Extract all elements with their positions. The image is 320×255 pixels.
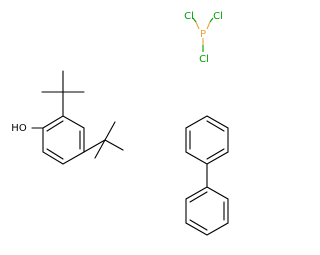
phosphorus-atom-label: P [200, 29, 206, 40]
di-tert-butylphenol: HO [11, 70, 124, 165]
biphenyl-lower-double-bond-1 [189, 191, 208, 203]
chlorine-left-atom-label: Cl [184, 11, 194, 22]
structure-canvas: P Cl Cl Cl HO [11, 11, 229, 236]
p-cl-left-bond [195, 21, 200, 30]
chlorine-right-atom-label: Cl [213, 11, 223, 22]
p-cl-right-bond [206, 21, 211, 30]
tert-butyl-2-methyl-right [104, 139, 124, 151]
hydroxyl-atom-label: HO [11, 123, 27, 134]
p-cl-right-bond-cl [209, 17, 214, 23]
phenol-ring-double-bond-1 [46, 120, 64, 132]
biphenyl-ring-upper [185, 115, 229, 165]
phenol-ring-double-bond-3 [46, 148, 64, 160]
chlorine-bottom-atom-label: Cl [199, 54, 209, 65]
tert-butyl-2-methyl-up [104, 121, 116, 141]
biphenyl-upper-double-bond-1 [206, 120, 225, 132]
biphenyl-upper-double-bond-2 [206, 148, 225, 160]
biphenyl [185, 115, 229, 236]
structure-diagram: P Cl Cl Cl HO [11, 11, 229, 236]
biphenyl-ring-lower [185, 186, 229, 236]
p-cl-left-bond-cl [192, 17, 197, 23]
phosphorus-trichloride: P Cl Cl Cl [184, 11, 223, 65]
phenol-ring [42, 115, 85, 165]
tert-butyl-2-methyl-left [94, 139, 106, 159]
tert-butyl-2-attach-bond [83, 139, 106, 153]
biphenyl-lower-double-bond-3 [189, 219, 208, 231]
